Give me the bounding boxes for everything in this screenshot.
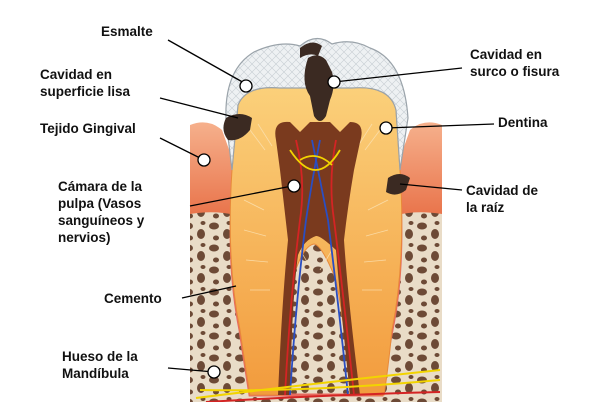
label-fissure-cavity: Cavidad en surco o fisura [470,47,560,79]
smooth-surface-cavity [223,114,252,141]
label-jaw-bone: Hueso de la Mandíbula [62,349,138,381]
label-enamel: Esmalte [101,24,153,39]
dentin-tubules [243,123,389,291]
label-dentin: Dentina [498,115,548,130]
fissure-cavity [304,55,334,121]
label-root-cavity: Cavidad de la raíz [466,183,539,215]
gum-tissue-left [190,122,240,215]
enamel [225,37,409,171]
label-smooth-surface-cavity: Cavidad en superficie lisa [40,67,131,99]
nerve-lines [195,369,441,402]
root-cavity [386,174,410,195]
blood-vessels-and-nerves [284,139,355,396]
label-gum-tissue: Tejido Gingival [40,121,136,136]
pointer-dots [197,75,393,379]
fissure-cavity-spread [300,42,322,58]
gum-tissue-right [392,122,442,215]
label-cementum: Cemento [104,291,162,306]
label-pulp-chamber: Cámara de la pulpa (Vasos sanguíneos y n… [58,179,145,245]
leader-lines [159,39,495,373]
